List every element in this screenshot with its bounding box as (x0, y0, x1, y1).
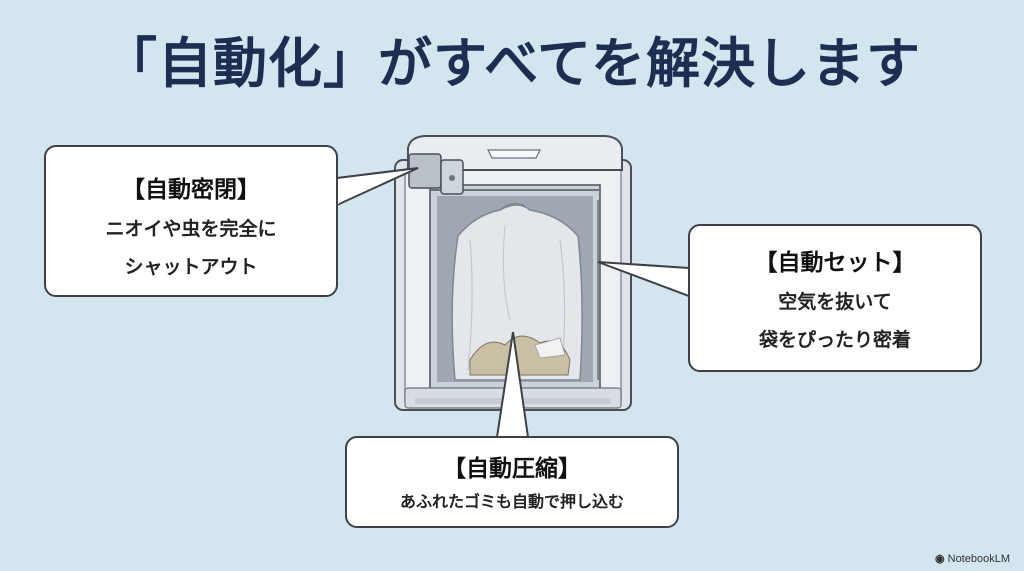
auto-seal-line-2: シャットアウト (124, 256, 258, 278)
auto-seal-heading: 【自動密閉】 (122, 177, 260, 203)
auto-compress-heading: 【自動圧縮】 (443, 456, 581, 482)
auto-set-callout: 【自動セット】 空気を抜いて 袋をぴったり密着 (688, 224, 982, 372)
auto-set-line-2: 袋をぴったり密着 (758, 329, 911, 351)
auto-seal-line-1: ニオイや虫を完全に (105, 218, 277, 240)
lid-hinge (408, 153, 464, 195)
garbage-bag (451, 203, 583, 381)
page-title: 「自動化」がすべてを解決します (103, 32, 921, 95)
notebooklm-logo-icon: ◉ (935, 553, 945, 565)
auto-set-line-1: 空気を抜いて (778, 291, 892, 313)
brand-name: NotebookLM (947, 553, 1010, 565)
brand-watermark: ◉NotebookLM (935, 552, 1010, 565)
auto-seal-callout: 【自動密閉】 ニオイや虫を完全に シャットアウト (44, 145, 338, 297)
auto-compress-callout: 【自動圧縮】 あふれたゴミも自動で押し込む (345, 436, 679, 528)
auto-set-heading: 【自動セット】 (754, 250, 916, 276)
auto-compress-line-1: あふれたゴミも自動で押し込む (399, 492, 624, 511)
